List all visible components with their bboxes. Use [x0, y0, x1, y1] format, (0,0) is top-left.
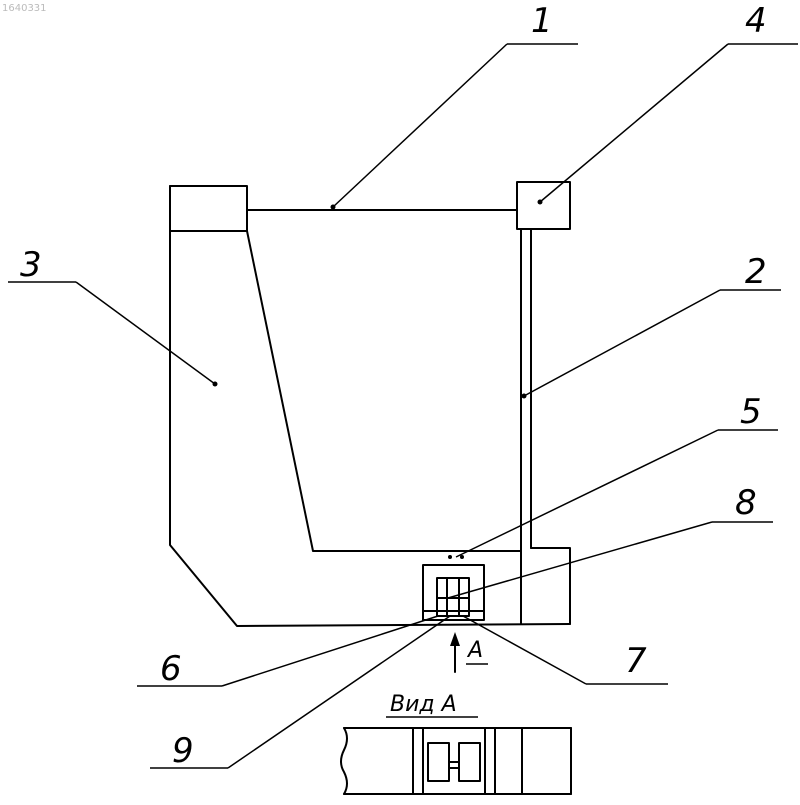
- leader-lines: [8, 44, 798, 768]
- view-a-detail: [341, 728, 571, 794]
- arrow-label: A: [466, 638, 483, 663]
- label-4: 4: [745, 1, 767, 41]
- label-5: 5: [740, 392, 762, 432]
- label-9: 9: [172, 731, 194, 771]
- label-6: 6: [160, 649, 182, 689]
- reference-dots: [213, 200, 543, 560]
- label-3: 3: [20, 245, 42, 285]
- tank-body: [170, 182, 570, 626]
- label-8: 8: [735, 483, 757, 523]
- view-caption: Вид А: [390, 692, 457, 717]
- label-1: 1: [531, 1, 553, 41]
- label-2: 2: [745, 252, 767, 292]
- label-7: 7: [625, 641, 647, 681]
- watermark-number: 1640331: [2, 3, 47, 14]
